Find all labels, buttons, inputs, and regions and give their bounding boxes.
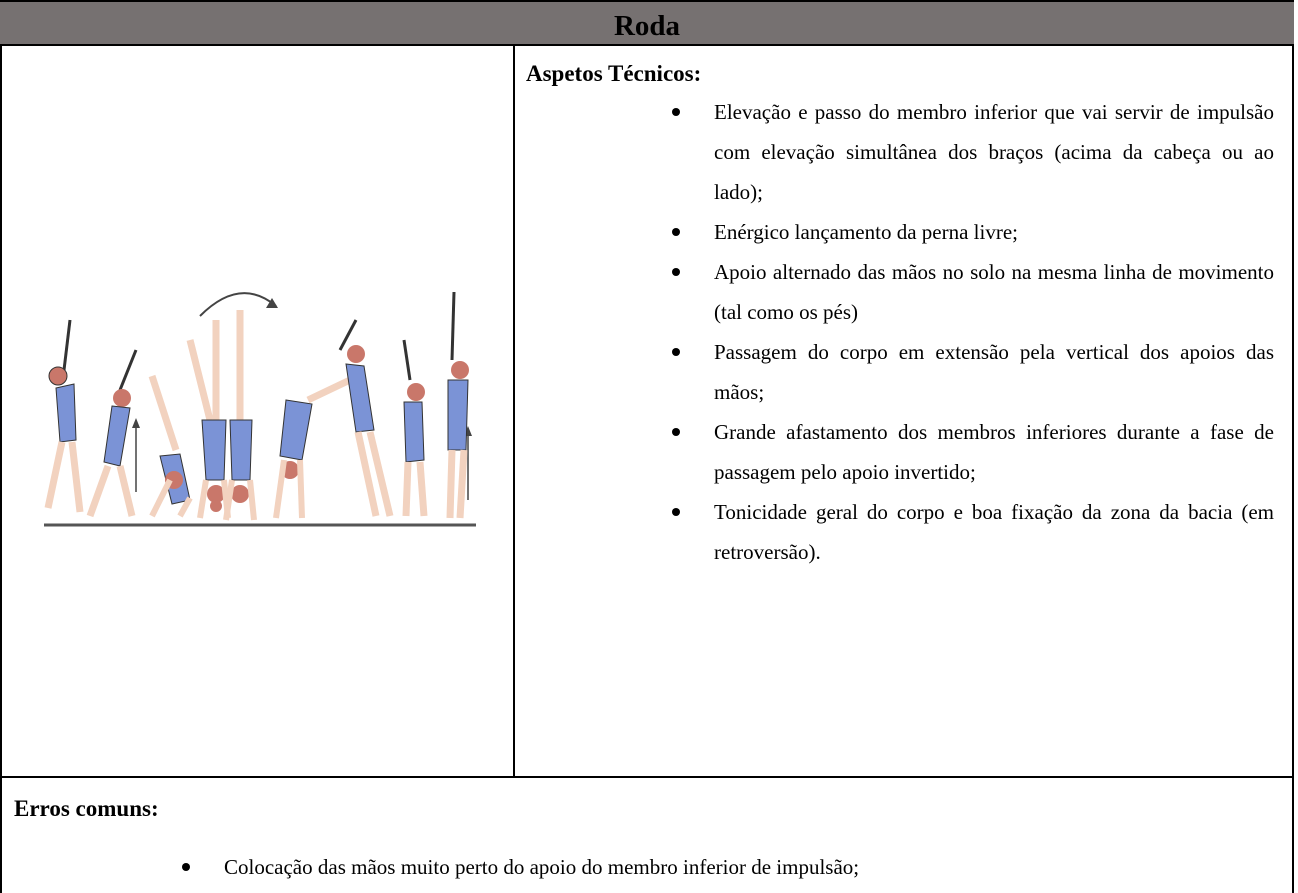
bullet-icon (182, 863, 190, 871)
common-errors-list: Colocação das mãos muito perto do apoio … (170, 852, 859, 882)
technical-aspects-list: Elevação e passo do membro inferior que … (660, 92, 1274, 572)
cartwheel-illustration (40, 280, 480, 536)
figure-7 (338, 319, 394, 517)
list-item: Enérgico lançamento da perna livre; (660, 212, 1274, 252)
bullet-icon (672, 508, 680, 516)
title-bar: Roda (0, 0, 1294, 46)
common-errors-heading: Erros comuns: (14, 796, 159, 821)
list-item: Passagem do corpo em extensão pela verti… (660, 332, 1274, 412)
figure-3 (148, 374, 193, 518)
figure-1 (44, 319, 84, 513)
list-item: Elevação e passo do membro inferior que … (660, 92, 1274, 212)
technical-aspects-heading: Aspetos Técnicos: (526, 61, 702, 86)
figure-6 (273, 376, 352, 519)
figure-5 (210, 310, 257, 521)
figure-9 (446, 291, 469, 519)
list-item: Grande afastamento dos membros inferiore… (660, 412, 1274, 492)
figure-2 (86, 349, 138, 518)
bullet-icon (672, 228, 680, 236)
bullet-icon (672, 348, 680, 356)
figure-8 (402, 339, 428, 517)
rotation-arrow (199, 292, 277, 317)
list-item: Tonicidade geral do corpo e boa fixação … (660, 492, 1274, 572)
bullet-icon (672, 108, 680, 116)
bullet-icon (672, 428, 680, 436)
page-title: Roda (613, 9, 681, 42)
figure-4 (186, 320, 231, 519)
column-divider (513, 46, 515, 776)
cartwheel-sequence-drawing (44, 291, 476, 527)
list-item: Apoio alternado das mãos no solo na mesm… (660, 252, 1274, 332)
bullet-icon (672, 268, 680, 276)
row-divider (0, 776, 1294, 778)
list-item: Colocação das mãos muito perto do apoio … (170, 852, 859, 882)
